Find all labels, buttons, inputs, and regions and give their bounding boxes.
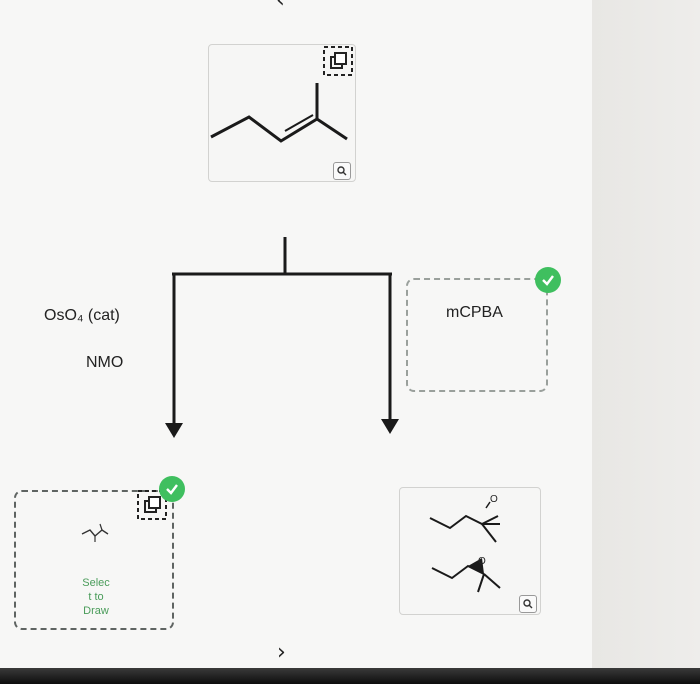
- copy-icon[interactable]: [323, 46, 353, 76]
- check-icon: [159, 476, 185, 502]
- chevron-up-icon[interactable]: ‹: [276, 0, 285, 13]
- reaction-arrows: [165, 237, 399, 438]
- zoom-icon[interactable]: [519, 595, 537, 613]
- reagent-box-right[interactable]: [406, 278, 548, 392]
- chevron-down-icon[interactable]: ›: [277, 640, 286, 665]
- reagent-mcpba: mCPBA: [446, 304, 503, 321]
- epoxide-oxygen-label: O: [478, 556, 486, 567]
- select-to-draw-text[interactable]: Selec t to Draw: [82, 577, 110, 617]
- reagent-oso4: OsO₄ (cat): [44, 307, 120, 324]
- screen-bezel: [0, 668, 700, 684]
- reagent-nmo: NMO: [86, 354, 124, 371]
- product-box-right: [399, 487, 541, 615]
- copy-icon[interactable]: [137, 490, 167, 520]
- epoxide-oxygen-label: O: [490, 494, 498, 505]
- page-margin: [592, 0, 700, 668]
- epoxide-structures: [429, 501, 501, 593]
- check-icon: [535, 267, 561, 293]
- zoom-icon[interactable]: [333, 162, 351, 180]
- diol-structure-thumbnail: [81, 523, 109, 542]
- product-box-left[interactable]: [14, 490, 174, 630]
- starting-material-structure: [210, 83, 348, 143]
